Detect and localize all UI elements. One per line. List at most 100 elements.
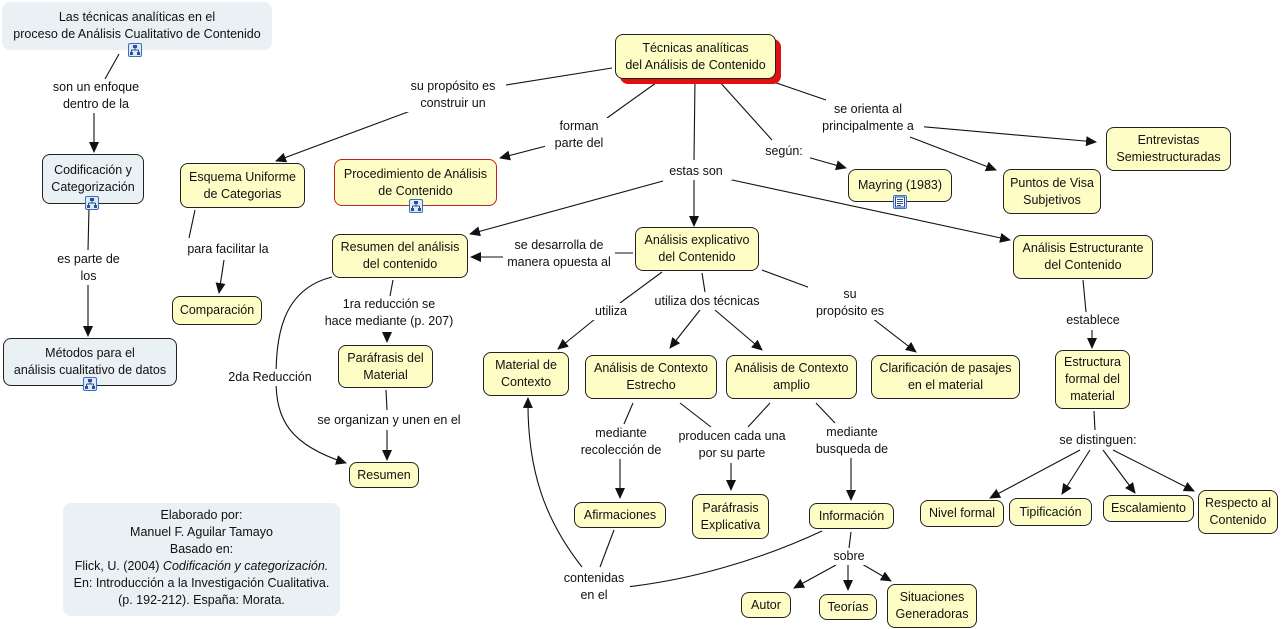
- edge: [1093, 410, 1096, 431]
- concept-label: Puntos de Visa Subjetivos: [1010, 175, 1094, 207]
- concept-clarificacion[interactable]: Clarificación de pasajes en el material: [871, 355, 1020, 399]
- edge: [389, 279, 394, 297]
- concept-situaciones[interactable]: Situaciones Generadoras: [887, 584, 977, 628]
- edge: [469, 180, 664, 237]
- link-segunda-reduccion: 2da Reducción: [224, 369, 316, 386]
- concept-escalamiento[interactable]: Escalamiento: [1103, 495, 1194, 522]
- edge: [747, 402, 771, 428]
- concept-main-tecnicas[interactable]: Técnicas analíticas del Análisis de Cont…: [615, 34, 776, 79]
- concept-nivel-formal[interactable]: Nivel formal: [920, 500, 1004, 527]
- concept-label: Análisis de Contexto amplio: [734, 361, 849, 392]
- link-primera-reduccion: 1ra reducción se hace mediante (p. 207): [318, 296, 460, 330]
- concept-contexto-amplio[interactable]: Análisis de Contexto amplio: [726, 355, 857, 399]
- concept-informacion[interactable]: Información: [809, 503, 894, 529]
- concept-label: Análisis explicativo del Contenido: [644, 233, 750, 264]
- link-su-proposito: su propósito es: [808, 286, 892, 320]
- edge: [1082, 279, 1087, 313]
- concept-label: Métodos para el análisis cualitativo de …: [13, 346, 167, 377]
- credits-box: Elaborado por: Manuel F. Aguilar Tamayo …: [63, 503, 340, 616]
- link-se-orienta: se orienta al principalmente a: [812, 101, 924, 135]
- concept-comparacion[interactable]: Comparación: [172, 296, 262, 325]
- link-su-proposito-construir: su propósito es construir un: [400, 78, 506, 112]
- concept-label: Material de Contexto: [495, 358, 557, 389]
- concept-parafrasis-material[interactable]: Paráfrasis del Material: [338, 345, 433, 388]
- concept-map-link-icon[interactable]: [128, 43, 142, 57]
- concept-respecto[interactable]: Respecto al Contenido: [1198, 490, 1278, 534]
- concept-material-contexto[interactable]: Material de Contexto: [483, 352, 569, 396]
- edge: [989, 449, 1081, 499]
- edge: [701, 272, 706, 293]
- edge: [385, 389, 388, 411]
- credits-line: (p. 192-212). España: Morata.: [118, 593, 285, 607]
- concept-tipificacion[interactable]: Tipificación: [1009, 498, 1092, 526]
- edge: [669, 309, 701, 349]
- concept-label: Paráfrasis del Material: [347, 350, 424, 382]
- edge: [188, 209, 196, 239]
- concept-parafrasis-explicativa[interactable]: Paráfrasis Explicativa: [692, 494, 769, 539]
- edge: [815, 402, 836, 424]
- link-utiliza: utiliza: [588, 303, 634, 320]
- concept-label: Codificación y Categorización: [51, 163, 135, 194]
- edge: [714, 309, 763, 351]
- concept-codificacion[interactable]: Codificación y Categorización: [42, 154, 144, 204]
- link-se-organizan: se organizan y unen en el: [314, 412, 464, 429]
- concept-map-link-icon[interactable]: [409, 199, 423, 213]
- edge: [87, 207, 90, 251]
- edge: [275, 109, 414, 163]
- concept-analisis-explicativo[interactable]: Análisis explicativo del Contenido: [635, 227, 759, 271]
- concept-mayring[interactable]: Mayring (1983): [848, 169, 952, 202]
- concept-map-link-icon[interactable]: [85, 196, 99, 210]
- concept-label: Comparación: [179, 303, 255, 317]
- concept-resumen[interactable]: Resumen: [349, 462, 419, 488]
- edge: [619, 271, 663, 304]
- concept-label: Escalamiento: [1110, 501, 1187, 515]
- concept-label: Afirmaciones: [583, 507, 657, 522]
- link-contenidas: contenidas en el: [558, 570, 630, 604]
- edge: [1102, 449, 1136, 494]
- concept-label: Resumen del análisis del contenido: [340, 240, 460, 271]
- concept-esquema[interactable]: Esquema Uniforme de Categorias: [180, 163, 305, 208]
- concept-tecnicas-proceso[interactable]: Las técnicas analíticas en el proceso de…: [2, 2, 272, 50]
- edge: [522, 397, 583, 568]
- edge: [499, 144, 551, 161]
- edge: [848, 531, 852, 549]
- edge: [761, 269, 814, 290]
- edge: [104, 53, 120, 80]
- link-mediante-recoleccion: mediante recolección de: [574, 425, 668, 459]
- edge: [1112, 449, 1195, 492]
- concept-label: Técnicas analíticas del Análisis de Cont…: [625, 40, 766, 72]
- link-es-parte: es parte de los: [45, 251, 132, 285]
- edge: [914, 125, 1097, 147]
- credits-line: Elaborado por:: [160, 508, 243, 522]
- edge: [557, 314, 601, 350]
- edge: [909, 136, 997, 172]
- concept-label: Análisis Estructurante del Contenido: [1022, 241, 1144, 272]
- concept-teorias[interactable]: Teorías: [819, 594, 877, 620]
- edge: [679, 402, 712, 428]
- concept-entrevistas[interactable]: Entrevistas Semiestructuradas: [1106, 127, 1231, 171]
- concept-autor[interactable]: Autor: [741, 592, 791, 618]
- edge: [861, 563, 892, 582]
- concept-label: Clarificación de pasajes en el material: [879, 361, 1012, 392]
- concept-label: Información: [818, 508, 885, 523]
- concept-estructura-formal[interactable]: Estructura formal del material: [1055, 350, 1130, 409]
- concept-estructurante[interactable]: Análisis Estructurante del Contenido: [1013, 235, 1153, 279]
- concept-label: Paráfrasis Explicativa: [700, 500, 761, 532]
- credits-line: En: Introducción a la Investigación Cual…: [73, 576, 330, 590]
- link-estas-son: estas son: [660, 163, 732, 180]
- link-son-enfoque: son un enfoque dentro de la: [45, 79, 147, 113]
- edge: [1061, 449, 1091, 495]
- concept-afirmaciones[interactable]: Afirmaciones: [574, 502, 666, 528]
- concept-map-link-icon[interactable]: [83, 377, 97, 391]
- concept-resumen-analisis[interactable]: Resumen del análisis del contenido: [332, 234, 468, 278]
- link-para-facilitar: para facilitar la: [177, 241, 279, 258]
- concept-contexto-estrecho[interactable]: Análisis de Contexto Estrecho: [585, 355, 717, 399]
- edge: [761, 77, 827, 101]
- document-link-icon[interactable]: [893, 195, 907, 209]
- citation-author: Flick, U. (2004): [74, 559, 163, 573]
- credits-author: Manuel F. Aguilar Tamayo: [130, 525, 273, 539]
- edge: [693, 79, 696, 161]
- concept-puntos-visa[interactable]: Puntos de Visa Subjetivos: [1003, 169, 1101, 214]
- concept-label: Nivel formal: [929, 506, 995, 520]
